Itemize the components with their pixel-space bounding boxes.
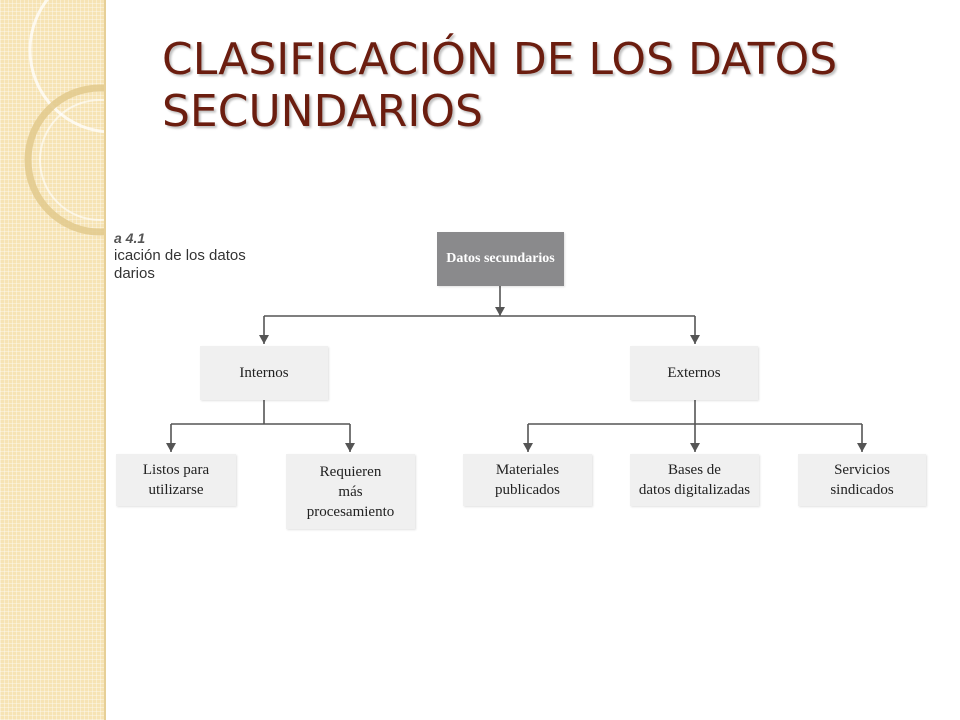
node-requieren-line-3: procesamiento [306, 503, 395, 520]
node-externos-label: Externos [667, 365, 721, 381]
node-bases-datos-digitalizadas: Bases de datos digitalizadas [630, 454, 759, 506]
node-servicios-line-2: sindicados [830, 482, 894, 498]
node-materiales-publicados: Materiales publicados [463, 454, 592, 506]
decorative-side-band [0, 0, 106, 720]
node-bases-line-1: Bases de [668, 462, 721, 478]
node-requieren-line-2: más [338, 483, 363, 500]
node-materiales-line-2: publicados [495, 482, 560, 498]
decorative-circles [24, 0, 104, 236]
node-internos-label: Internos [239, 365, 289, 381]
node-externos: Externos [630, 346, 758, 400]
figure-caption: a 4.1 icación de los datos darios [114, 229, 314, 283]
node-bases-line-2: datos digitalizadas [638, 482, 751, 498]
figure-caption-line-2: darios [114, 265, 155, 282]
node-datos-secundarios: Datos secundarios [437, 232, 564, 286]
node-materiales-line-1: Materiales [495, 462, 560, 478]
node-listos-line-1: Listos para [142, 462, 210, 478]
figure-number: a 4.1 [114, 230, 146, 246]
slide-title-line-1: CLASIFICACIÓN DE LOS DATOS [162, 34, 838, 85]
node-internos: Internos [200, 346, 328, 400]
node-servicios-line-1: Servicios [834, 462, 890, 478]
node-listos-line-2: utilizarse [148, 482, 204, 498]
node-servicios-sindicados: Servicios sindicados [798, 454, 926, 506]
slide-title-line-2: SECUNDARIOS [162, 86, 483, 137]
slide-title: CLASIFICACIÓN DE LOS DATOS SECUNDARIOS [162, 34, 942, 138]
node-datos-secundarios-label: Datos secundarios [446, 251, 555, 266]
node-listos-para-utilizarse: Listos para utilizarse [116, 454, 236, 506]
node-requieren-line-1: Requieren [319, 463, 382, 480]
figure-caption-line-1: icación de los datos [114, 247, 246, 264]
node-requieren-procesamiento: Requieren más procesamiento [286, 454, 415, 529]
